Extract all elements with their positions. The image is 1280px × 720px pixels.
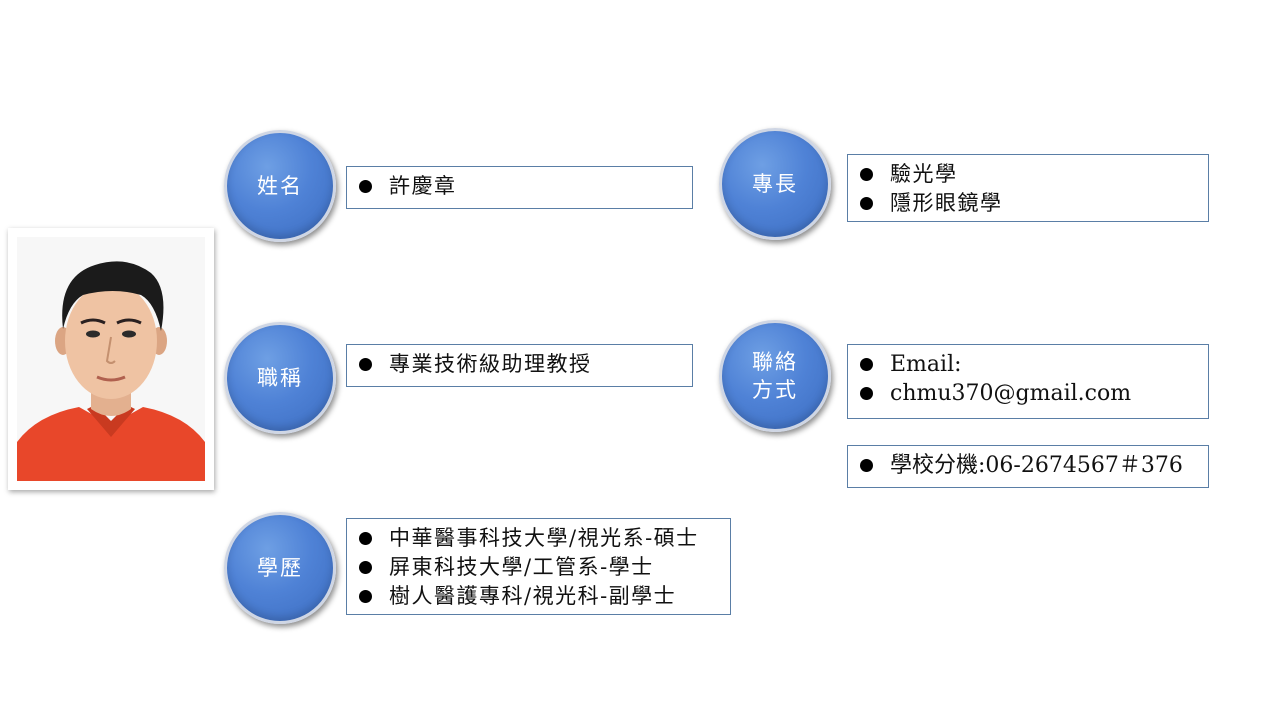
education-item: 樹人醫護專科/視光科-副學士 (359, 582, 722, 611)
specialty-item: 隱形眼鏡學 (860, 189, 1200, 218)
education-item: 屏東科技大學/工管系-學士 (359, 553, 722, 582)
contact-label-line2: 方式 (752, 378, 798, 402)
contact-label-circle: 聯絡 方式 (719, 320, 831, 432)
contact-email: chmu370@gmail.com (860, 379, 1200, 408)
name-value: 許慶章 (359, 172, 684, 201)
profile-photo-frame (8, 228, 214, 490)
name-box: 許慶章 (346, 166, 693, 209)
specialty-box: 驗光學 隱形眼鏡學 (847, 154, 1209, 222)
education-label: 學歷 (257, 556, 303, 580)
contact-item: Email: (860, 350, 1200, 379)
contact-box: Email: chmu370@gmail.com (847, 344, 1209, 419)
title-value: 專業技術級助理教授 (359, 350, 684, 379)
title-label-circle: 職稱 (224, 322, 336, 434)
contact-label-line1: 聯絡 (752, 350, 798, 374)
specialty-label: 專長 (752, 172, 798, 196)
extension-value: 學校分機:06-2674567＃376 (860, 451, 1200, 480)
specialty-item: 驗光學 (860, 160, 1200, 189)
title-label: 職稱 (257, 366, 303, 390)
education-label-circle: 學歷 (224, 512, 336, 624)
name-label-circle: 姓名 (224, 130, 336, 242)
education-item: 中華醫事科技大學/視光系-碩士 (359, 524, 722, 553)
extension-box: 學校分機:06-2674567＃376 (847, 445, 1209, 488)
education-box: 中華醫事科技大學/視光系-碩士 屏東科技大學/工管系-學士 樹人醫護專科/視光科… (346, 518, 731, 615)
profile-photo (17, 237, 205, 481)
name-label: 姓名 (257, 174, 303, 198)
title-box: 專業技術級助理教授 (346, 344, 693, 387)
specialty-label-circle: 專長 (719, 128, 831, 240)
